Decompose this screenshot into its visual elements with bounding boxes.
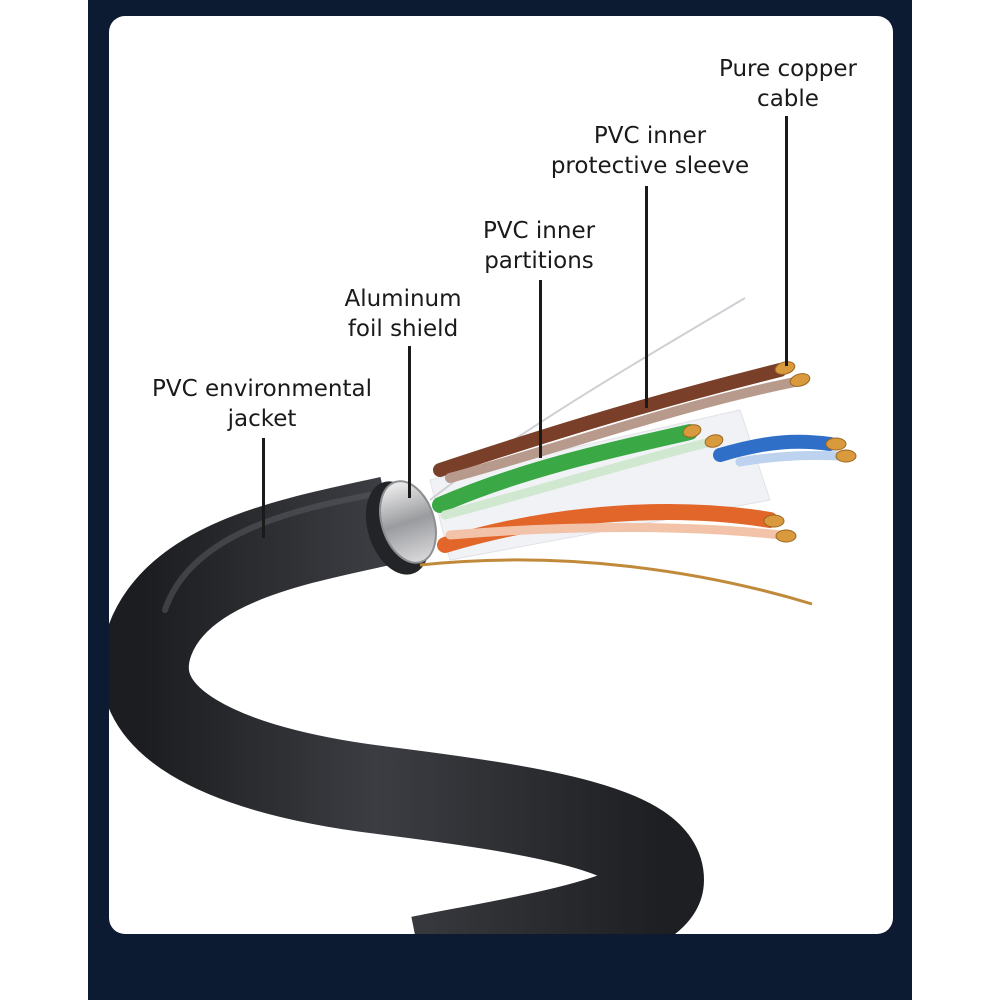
label-inner-sleeve-line1: PVC inner [593,123,707,149]
brown-pair-wire-a [433,363,787,477]
label-copper-cable-line1: Pure copper [719,56,857,82]
pvc-jacket-body [109,477,705,934]
blue-pair-wire-a [713,434,837,462]
green-pair-wire-b [440,437,715,520]
leader-pvc-jacket [262,438,265,538]
label-copper-cable-line2: cable [757,86,819,112]
label-pvc-jacket-line1: PVC environmental [152,376,372,402]
label-inner-sleeve: PVC inner protective sleeve [551,121,749,181]
brown-pair-wire-b [445,377,800,483]
label-inner-partitions-line2: partitions [484,248,594,274]
label-pvc-jacket: PVC environmental jacket [152,374,372,434]
label-inner-partitions-line1: PVC inner [482,218,596,244]
drain-wire [419,558,813,606]
label-copper-cable: Pure copper cable [719,54,857,114]
orange-pair-wire-b [445,523,785,540]
leader-inner-partitions [539,280,542,458]
green-pair-wire-a [432,424,698,513]
label-foil-shield: Aluminum foil shield [344,284,461,344]
label-inner-partitions: PVC inner partitions [483,216,595,276]
blue-pair-wire-b [735,451,845,467]
leader-foil-shield [408,346,411,498]
copper-conductor-tips [682,361,857,543]
label-foil-shield-line2: foil shield [347,316,459,342]
label-foil-shield-line1: Aluminum [344,286,462,312]
label-inner-sleeve-line2: protective sleeve [550,153,750,179]
leader-inner-sleeve [645,186,648,408]
foil-shield-ring [379,480,437,564]
pvc-jacket-highlight [162,492,373,613]
leader-copper-cable [785,116,788,366]
label-pvc-jacket-line2: jacket [227,406,297,432]
